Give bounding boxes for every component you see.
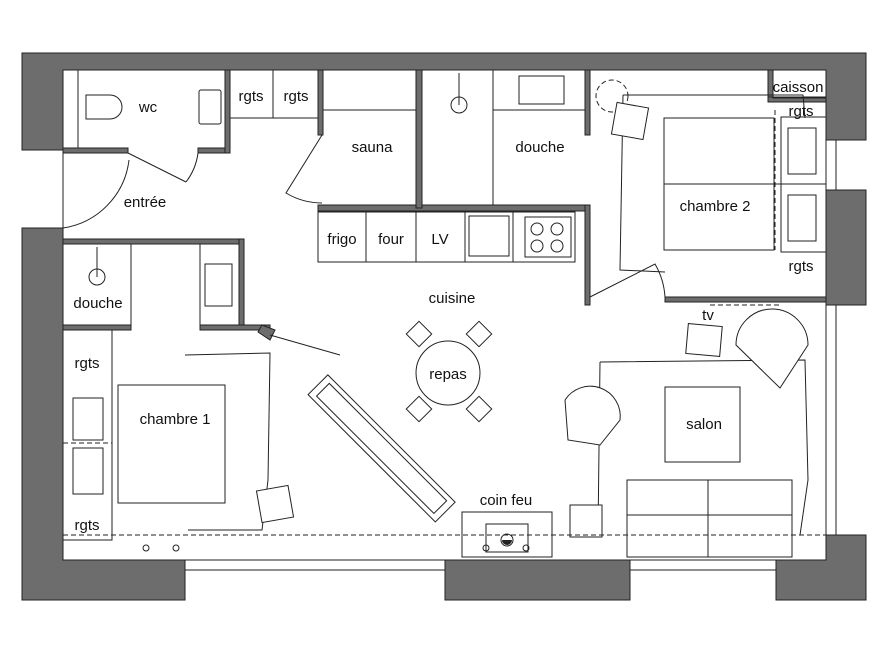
armchair-icon [735, 308, 809, 389]
sauna-door [285, 134, 323, 204]
label-coin-feu: coin feu [480, 492, 533, 509]
label-cuisine: cuisine [429, 290, 476, 307]
chambre1-door [269, 334, 341, 356]
label-douche: douche [515, 139, 564, 156]
label-rgts: rgts [74, 355, 99, 372]
label-sauna: sauna [352, 139, 394, 156]
label-douche: douche [73, 295, 122, 312]
label-rgts: rgts [283, 88, 308, 105]
toilet-icon [85, 94, 123, 120]
window [629, 559, 777, 571]
window [184, 559, 446, 571]
bed-icon [117, 384, 226, 504]
wc-door [127, 152, 199, 183]
label-chambre-2: chambre 2 [680, 198, 751, 215]
label-rgts: rgts [788, 258, 813, 275]
pouf-icon [569, 504, 603, 538]
label-lv: LV [431, 231, 448, 248]
chambre2-door [589, 263, 666, 298]
sink-icon [518, 75, 565, 105]
label-four: four [378, 231, 404, 248]
interior-walls [62, 69, 827, 341]
sofa-icon [626, 479, 793, 558]
label-rgts: rgts [238, 88, 263, 105]
label-chambre-1: chambre 1 [140, 411, 211, 428]
label-tv: tv [702, 307, 714, 324]
sofa-icon [307, 374, 456, 523]
armchair-icon [564, 385, 621, 446]
window [825, 304, 837, 536]
label-rgts: rgts [788, 103, 813, 120]
label-caisson: caisson [773, 79, 824, 96]
label-salon: salon [686, 416, 722, 433]
dining-table-icon [405, 320, 493, 423]
kitchen-sink-icon [468, 215, 510, 257]
entrance-door [62, 150, 130, 229]
label-wc: wc [138, 99, 158, 116]
window [825, 139, 837, 191]
tv-icon [685, 323, 723, 357]
label-entree: entrée [124, 194, 167, 211]
room-labels: wc rgts rgts sauna douche caisson rgts c… [73, 79, 823, 534]
label-repas: repas [429, 366, 467, 383]
label-frigo: frigo [327, 231, 356, 248]
kitchen-counter [317, 211, 576, 263]
fixtures [62, 69, 827, 558]
coffee-table-icon [664, 386, 741, 463]
label-rgts: rgts [74, 517, 99, 534]
wc-sink-icon [198, 89, 222, 125]
hob-icon [524, 216, 572, 258]
sink-icon [204, 263, 233, 307]
